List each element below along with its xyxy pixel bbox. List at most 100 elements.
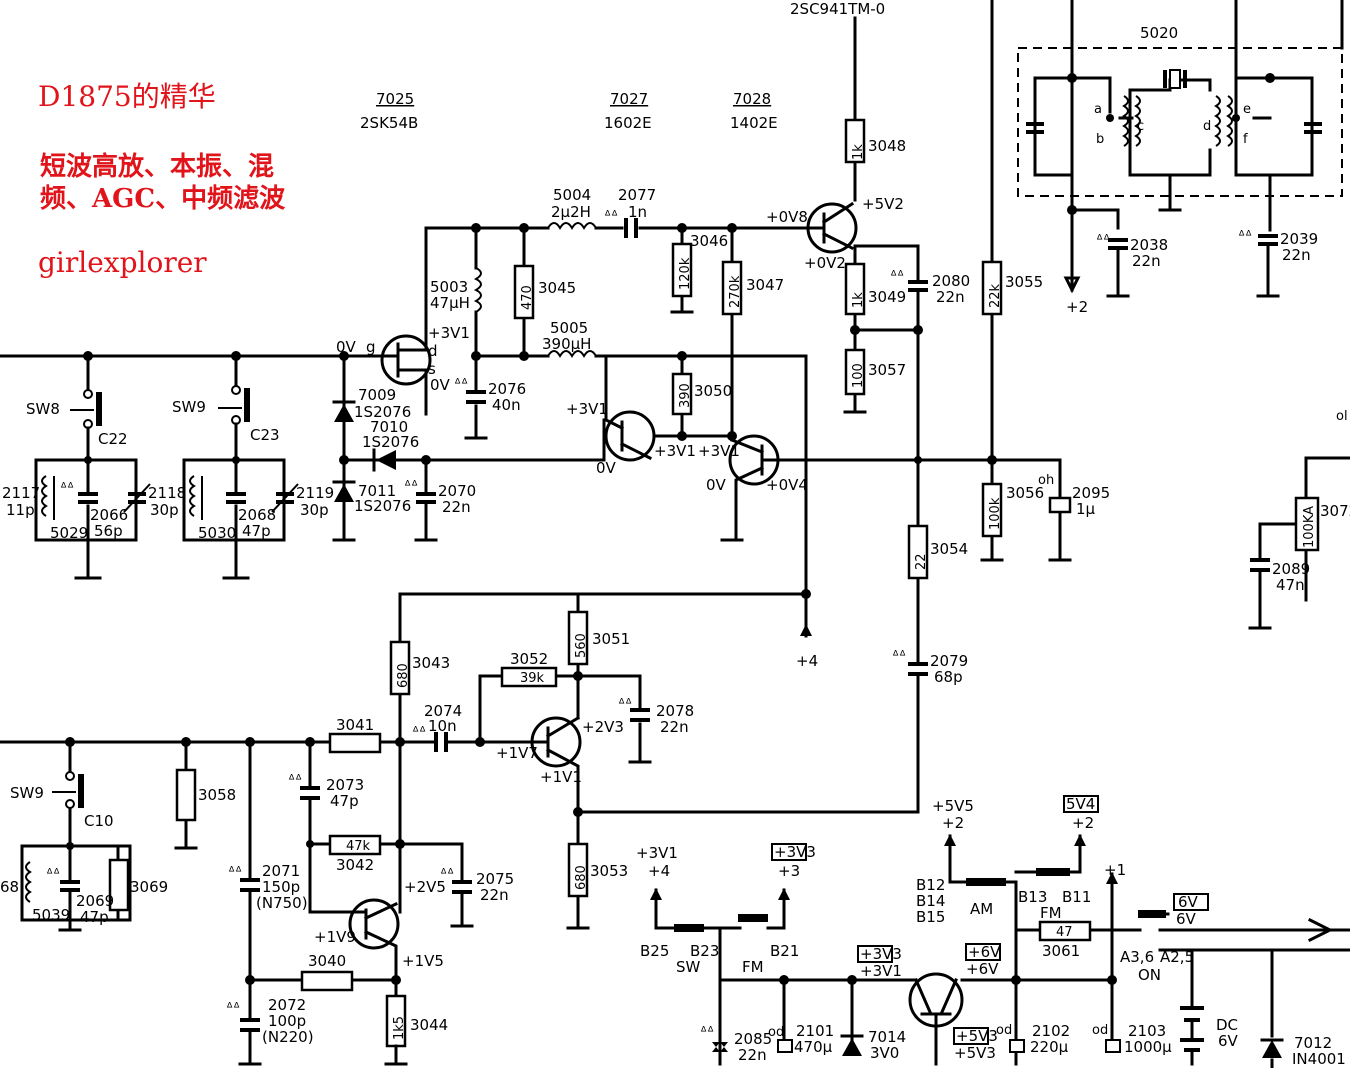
tap-f: f <box>1243 132 1248 147</box>
pwr-plus1: +1 <box>1104 861 1126 879</box>
svg-text:560: 560 <box>574 633 589 658</box>
pwr-b25: B25 <box>640 942 669 960</box>
r3040-ref: 3040 <box>308 952 346 970</box>
pwr-plus4: +4 <box>648 862 670 880</box>
c2070-ref: 2070 <box>438 482 476 500</box>
c2077-val: 1n <box>628 203 647 221</box>
c2079-ref: 2079 <box>930 652 968 670</box>
c2073-ref: 2073 <box>326 776 364 794</box>
label-5020: 5020 <box>1140 24 1178 42</box>
pwr-a36: A3,6 <box>1120 948 1154 966</box>
r3045-ref: 3045 <box>538 279 576 297</box>
pwr-plus3: +3 <box>778 862 800 880</box>
pin-g: g <box>366 338 376 356</box>
svg-text:ᐞᐞ: ᐞᐞ <box>412 725 426 740</box>
tap-d: d <box>1203 119 1211 134</box>
od-1: od <box>768 1025 784 1040</box>
pwr-am: AM <box>970 900 993 918</box>
pwr-b12: B12 <box>916 876 945 894</box>
pwr-box-3v3: +3V3 <box>774 843 816 861</box>
c2103-val: 1000μ <box>1124 1038 1172 1056</box>
annotation-author: girlexplorer <box>38 246 207 279</box>
c2085-val: 22n <box>738 1046 767 1064</box>
v-0v2: +0V2 <box>804 254 846 272</box>
od-2: od <box>996 1023 1012 1038</box>
c2085-ref: 2085 <box>734 1030 772 1048</box>
d7009-type: 1S2076 <box>354 403 411 421</box>
v-3v1-7027b: +3V1 <box>566 400 608 418</box>
svg-text:100k: 100k <box>988 497 1003 530</box>
c2038-ref: 2038 <box>1130 236 1168 254</box>
svg-text:1k5: 1k5 <box>392 1016 407 1040</box>
svg-text:270k: 270k <box>728 275 743 308</box>
c2072-ref: 2072 <box>268 996 306 1014</box>
v-1v7: +1V7 <box>496 744 538 762</box>
c2102-val: 220μ <box>1030 1038 1069 1056</box>
d7010-ref: 7010 <box>370 418 408 436</box>
annotation-title: D1875的精华 <box>38 80 216 113</box>
c2079-val: 68p <box>934 668 963 686</box>
r3049-ref: 3049 <box>868 288 906 306</box>
l5003-val: 47μH <box>430 294 470 312</box>
label-7028-ref: 7028 <box>733 90 771 108</box>
dc-val: 6V <box>1218 1032 1239 1050</box>
pwr-a25: A2,5 <box>1160 948 1194 966</box>
v-5v2: +5V2 <box>862 195 904 213</box>
tap-b: b <box>1096 132 1104 147</box>
node-plus2: +2 <box>1066 298 1088 316</box>
r3048-ref: 3048 <box>868 137 906 155</box>
r3051-ref: 3051 <box>592 630 630 648</box>
c2076-ref: 2076 <box>488 380 526 398</box>
c2072-val: 100p <box>268 1012 306 1030</box>
pwr-3v1: +3V1 <box>636 844 678 862</box>
svg-text:ᐞᐞ: ᐞᐞ <box>604 209 618 224</box>
c2089-ref: 2089 <box>1272 560 1310 578</box>
l5005-ref: 5005 <box>550 319 588 337</box>
transistor-osc-upper <box>530 715 582 846</box>
d7014-ref: 7014 <box>868 1028 906 1046</box>
c2078-val: 22n <box>660 718 689 736</box>
svg-text:ᐞᐞ: ᐞᐞ <box>454 377 468 392</box>
r3053-ref: 3053 <box>590 862 628 880</box>
pwr-b14: B14 <box>916 892 945 910</box>
sw9-label-b: SW9 <box>10 784 44 802</box>
c2078-ref: 2078 <box>656 702 694 720</box>
regulator-transistor <box>908 972 964 1066</box>
v-ol: ol <box>1336 409 1348 424</box>
r3056-ref: 3056 <box>1006 484 1044 502</box>
c2072-note: (N220) <box>262 1028 314 1046</box>
pwr-plus2-a: +2 <box>942 814 964 832</box>
c2119-val: 30p <box>300 501 329 519</box>
label-7027-ref: 7027 <box>610 90 648 108</box>
pwr-box-5v4: 5V4 <box>1066 795 1095 813</box>
pwr-3v1b: +3V1 <box>860 962 902 980</box>
r3052-ref: 3052 <box>510 650 548 668</box>
label-2sc941: 2SC941TM-0 <box>790 0 885 18</box>
c2103-ref: 2103 <box>1128 1022 1166 1040</box>
c2102-ref: 2102 <box>1032 1022 1070 1040</box>
c2071-val: 150p <box>262 878 300 896</box>
d7011-ref: 7011 <box>358 482 396 500</box>
v-0v-7027: 0V <box>596 459 617 477</box>
pwr-b13: B13 <box>1018 888 1047 906</box>
r3046-ref: 3046 <box>690 232 728 250</box>
l5004-val: 2μ2H <box>551 203 591 221</box>
c2080-ref: 2080 <box>932 272 970 290</box>
pwr-b21: B21 <box>770 942 799 960</box>
r3041-ref: 3041 <box>336 716 374 734</box>
svg-text:47k: 47k <box>346 839 371 854</box>
dc-label: DC <box>1216 1016 1238 1034</box>
v-oh: oh <box>1038 473 1054 488</box>
pwr-fm2: FM <box>742 958 764 976</box>
transistor-7028 <box>728 434 1062 542</box>
c2038-val: 22n <box>1132 252 1161 270</box>
pwr-b11: B11 <box>1062 888 1091 906</box>
v-2v3: +2V3 <box>582 718 624 736</box>
svg-text:68: 68 <box>0 878 19 896</box>
v-1v5: +1V5 <box>402 952 444 970</box>
svg-text:ᐞᐞ: ᐞᐞ <box>404 479 418 494</box>
c2117-ref: 2117 <box>2 484 40 502</box>
v-0v-s: 0V <box>430 376 451 394</box>
c2076-val: 40n <box>492 396 521 414</box>
